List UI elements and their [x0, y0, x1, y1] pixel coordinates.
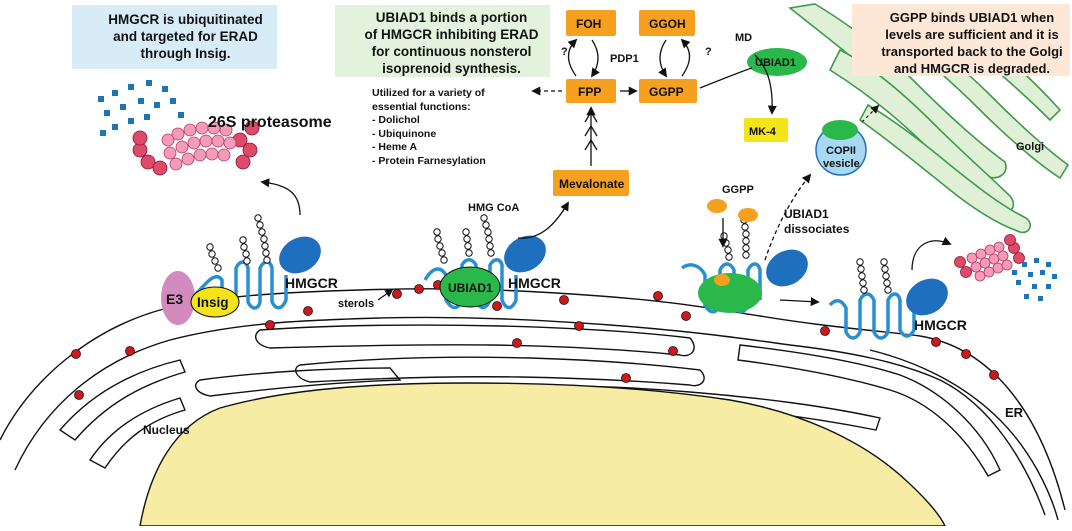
panel-b-line-1: UBIAD1 binds a portion — [375, 10, 528, 25]
ubiad1-enzyme-label: UBIAD1 — [755, 57, 796, 69]
nucleus-label: Nucleus — [143, 423, 190, 437]
panel-b-caption: UBIAD1 binds a portion of HMGCR inhibiti… — [335, 5, 550, 77]
ubiquitin-fragments-a — [98, 80, 184, 136]
panel-c-line-1: GGPP binds UBIAD1 when — [889, 10, 1055, 25]
copii-label-1: COPII — [826, 145, 856, 157]
er-membrane — [0, 288, 1066, 521]
foh-label: FOH — [576, 17, 601, 31]
golgi-label: Golgi — [1016, 141, 1044, 153]
hmgcr-label-a: HMGCR — [285, 275, 338, 291]
e3-label: E3 — [166, 291, 183, 307]
md-label: MD — [735, 32, 752, 44]
dissociates-label-2: dissociates — [784, 222, 850, 236]
mevalonate-label: Mevalonate — [559, 177, 625, 191]
pdp1-label: PDP1 — [610, 53, 639, 65]
er-label: ER — [1005, 405, 1024, 420]
panel-a-line-2: and targeted for ERAD — [113, 29, 258, 44]
ggpp-label: GGPP — [649, 85, 684, 99]
utilized-title-2: essential functions: — [372, 100, 471, 113]
ubiquitin-fragments-c — [1012, 258, 1057, 301]
utilized-title-1: Utilized for a variety of — [372, 87, 485, 99]
nucleus — [139, 382, 947, 527]
proteasome-label: 26S proteasome — [208, 114, 332, 131]
dissociates-label-1: UBIAD1 — [784, 207, 829, 221]
panel-a-caption: HMGCR is ubiquitinated and targeted for … — [72, 5, 277, 69]
utilized-item: - Dolichol — [372, 114, 420, 126]
ubiad1-ggpp-complex-c — [680, 199, 808, 314]
pathway-boxes — [553, 10, 807, 196]
hmgcr-label-b: HMGCR — [508, 275, 561, 291]
ubiad1-label-b: UBIAD1 — [448, 281, 493, 295]
copii-label-2: vesicle — [823, 158, 860, 170]
fpp-label: FPP — [578, 85, 601, 99]
ggoh-label: GGOH — [649, 17, 686, 31]
proteasome-a — [132, 120, 260, 176]
insig-label: Insig — [197, 295, 229, 310]
panel-c-line-4: and HMGCR is degraded. — [893, 61, 1051, 76]
hmgcr-complex-a — [161, 214, 321, 325]
sterols-label: sterols — [338, 298, 374, 310]
ggpp-label-c: GGPP — [722, 184, 754, 196]
panel-a-line-1: HMGCR is ubiquitinated — [108, 12, 263, 27]
hmgcr-complex-c — [828, 258, 948, 340]
hmgcr-label-c: HMGCR — [914, 317, 967, 333]
utilized-functions: Utilized for a variety of essential func… — [372, 87, 486, 168]
panel-b-line-3: for continuous nonsterol — [371, 44, 532, 59]
mk4-label: MK-4 — [749, 126, 777, 138]
proteasome-c — [954, 234, 1025, 282]
utilized-item: - Protein Farnesylation — [372, 154, 486, 167]
panel-a-line-3: through Insig. — [140, 46, 231, 61]
utilized-item: - Ubiquinone — [372, 127, 437, 140]
utilized-item: - Heme A — [372, 141, 418, 153]
panel-b-line-2: of HMGCR inhibiting ERAD — [364, 27, 539, 42]
hmg-coa-label: HMG CoA — [468, 202, 519, 214]
panel-c-line-3: transported back to the Golgi — [881, 44, 1063, 59]
panel-c-caption: GGPP binds UBIAD1 when levels are suffic… — [852, 4, 1070, 76]
pathway-arrows — [531, 38, 777, 166]
copii-vesicle — [815, 120, 867, 176]
hmgcr-complex-b — [423, 214, 546, 310]
panel-c-line-2: levels are sufficient and it is — [885, 27, 1059, 42]
unknown-right-label: ? — [705, 46, 712, 58]
unknown-left-label: ? — [561, 46, 568, 58]
panel-b-line-4: isoprenoid synthesis. — [382, 61, 521, 76]
